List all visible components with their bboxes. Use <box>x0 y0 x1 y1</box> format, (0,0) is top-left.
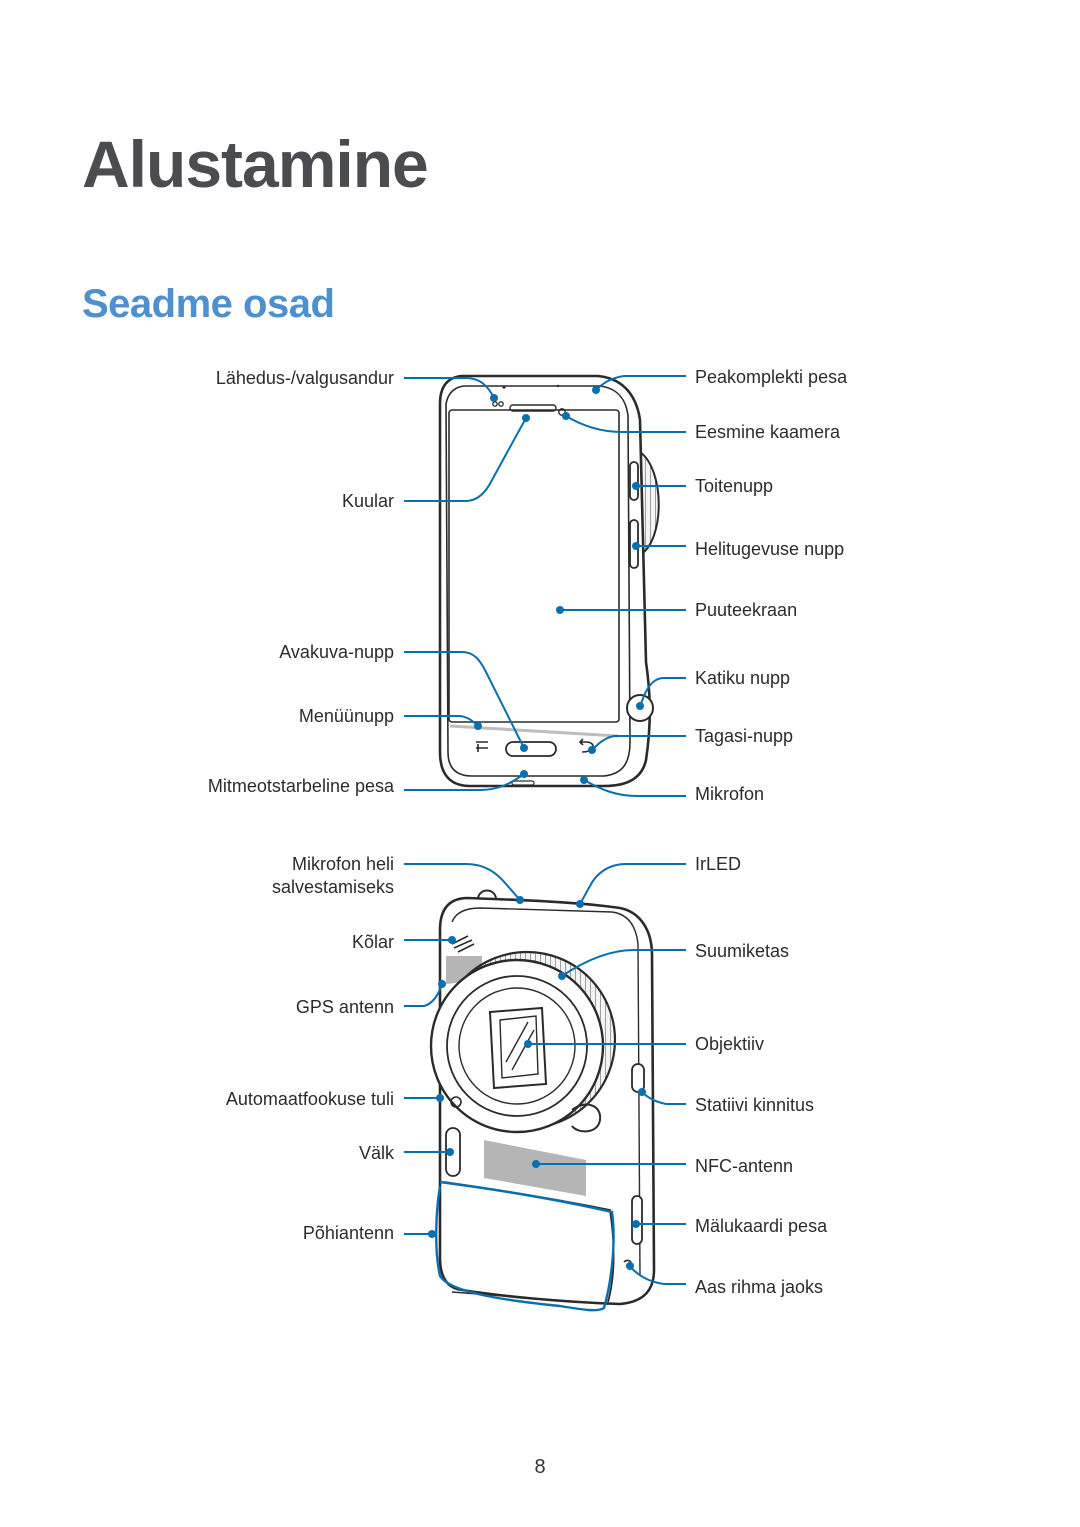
side-zoom-ring <box>639 451 660 556</box>
lens-element <box>488 1006 548 1090</box>
label-multipurpose-jack: Mitmeotstarbeline pesa <box>207 776 394 796</box>
label-headset-jack: Peakomplekti pesa <box>695 367 848 387</box>
section-title: Seadme osad <box>82 282 335 326</box>
label-menu-button: Menüünupp <box>298 706 394 726</box>
label-volume-button: Helitugevuse nupp <box>695 539 845 559</box>
chapter-title: Alustamine <box>82 127 429 201</box>
nfc-area <box>484 1140 586 1196</box>
label-power-button: Toitenupp <box>695 476 774 496</box>
label-home-button: Avakuva-nupp <box>279 642 394 662</box>
label-zoom-ring: Suumiketas <box>695 941 790 961</box>
label-recording-mic-line1: Mikrofon heli <box>291 854 394 874</box>
label-front-camera: Eesmine kaamera <box>695 422 841 442</box>
front-view <box>438 374 660 788</box>
label-microphone: Mikrofon <box>695 784 765 804</box>
label-memory-card-slot: Mälukaardi pesa <box>695 1216 828 1236</box>
label-touchscreen: Puuteekraan <box>695 600 798 620</box>
label-irled: IrLED <box>695 854 742 874</box>
label-strap-hole: Aas rihma jaoks <box>695 1277 824 1297</box>
page-number: 8 <box>534 1456 546 1478</box>
label-speaker: Kõlar <box>351 932 394 952</box>
label-main-antenna: Põhiantenn <box>302 1223 394 1243</box>
label-tripod-mount: Statiivi kinnitus <box>695 1095 815 1115</box>
label-earpiece: Kuular <box>341 491 394 511</box>
callout-dots <box>428 386 646 1270</box>
label-nfc-antenna: NFC-antenn <box>695 1156 794 1176</box>
earpiece-grille <box>509 404 557 412</box>
back-view <box>429 889 656 1306</box>
label-gps-antenna: GPS antenn <box>295 997 394 1017</box>
callout-lines <box>404 375 686 1312</box>
label-proximity-sensor: Lähedus-/valgusandur <box>215 368 394 388</box>
home-button-shape <box>505 741 557 757</box>
label-af-light: Automaatfookuse tuli <box>225 1089 394 1109</box>
label-flash: Välk <box>358 1143 394 1163</box>
label-shutter-button: Katiku nupp <box>695 668 791 688</box>
label-back-button: Tagasi-nupp <box>695 726 794 746</box>
label-lens: Objektiiv <box>695 1034 765 1054</box>
label-recording-mic-line2: salvestamiseks <box>271 877 394 897</box>
touchscreen-panel <box>448 409 620 723</box>
